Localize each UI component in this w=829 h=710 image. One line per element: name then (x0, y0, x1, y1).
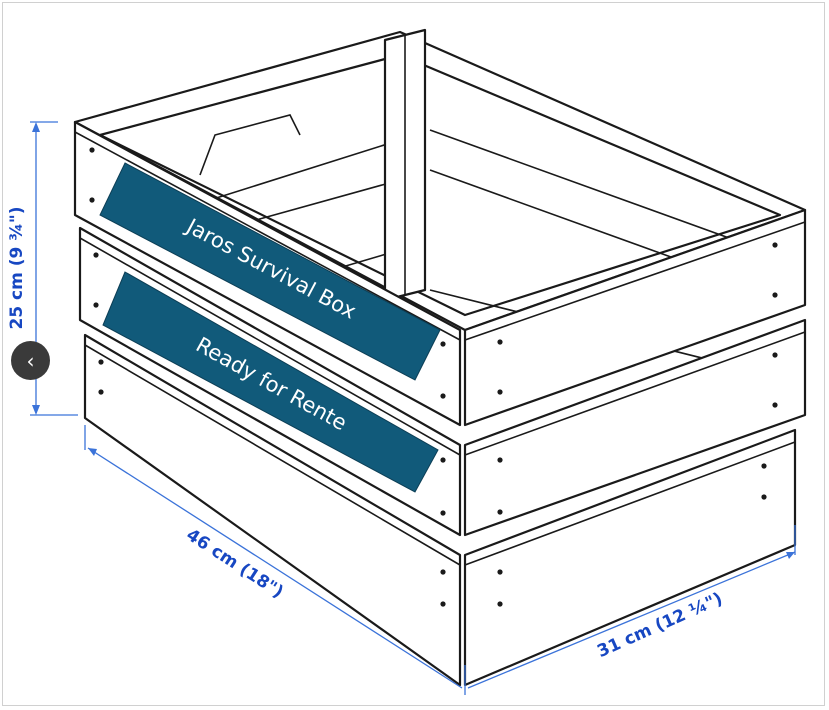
crate-back (73, 28, 807, 381)
height-label: 25 cm (9 ¾") (7, 206, 27, 329)
crate-row-bottom (83, 333, 797, 687)
chevron-left-icon: ‹ (26, 348, 35, 373)
screw-holes (89, 147, 778, 607)
carousel-prev-button[interactable]: ‹ (11, 341, 50, 380)
